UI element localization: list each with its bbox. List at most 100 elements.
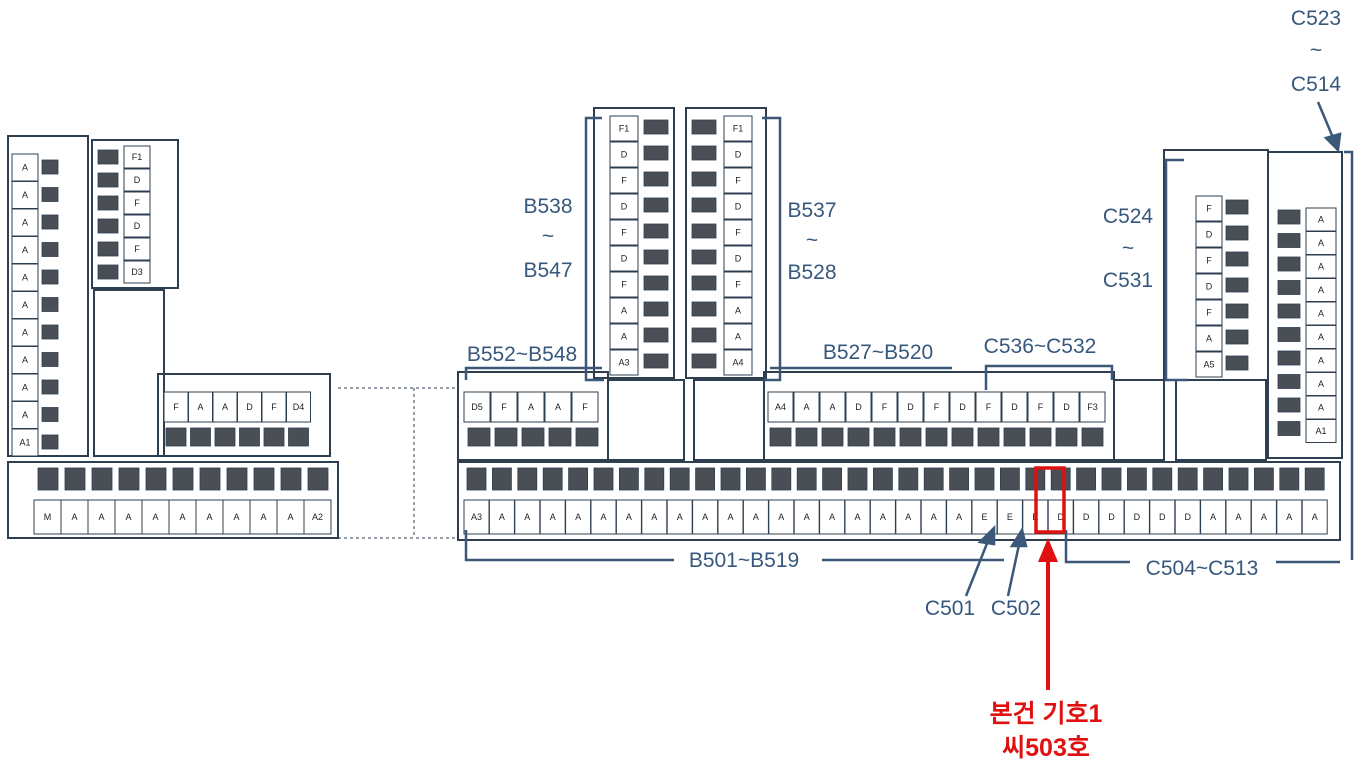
unit-bottom-row: A bbox=[768, 499, 795, 535]
bath-bottom-row bbox=[720, 467, 741, 491]
unit-left-mid-label: F bbox=[271, 402, 277, 412]
unit-bottom-row: A3 bbox=[463, 499, 490, 535]
bath-right-inner bbox=[1225, 225, 1249, 241]
bath-center-left bbox=[643, 275, 669, 291]
label-b528: B528 bbox=[787, 261, 837, 284]
unit-center-mid-right: D bbox=[1001, 391, 1028, 423]
unit-bottom-row-label: D bbox=[1108, 512, 1115, 522]
bath-left-tower bbox=[41, 269, 59, 285]
bath-left-tower bbox=[41, 297, 59, 312]
unit-left-bottom-label: A bbox=[260, 512, 266, 522]
unit-center-mid-right: F bbox=[871, 391, 898, 423]
bath-center-right bbox=[691, 223, 717, 239]
unit-center-left-tower: F1 bbox=[609, 115, 639, 142]
unit-center-mid-right: D bbox=[1053, 391, 1080, 423]
unit-center-right-tower-label: D bbox=[735, 150, 742, 160]
bath-center-left bbox=[643, 171, 669, 187]
bath-center-left bbox=[643, 301, 669, 317]
unit-left-mid: F bbox=[261, 391, 287, 423]
label-b552-b548: B552~B548 bbox=[466, 343, 578, 366]
unit-left-inner: D3 bbox=[123, 260, 151, 284]
unit-bottom-row-label: A bbox=[804, 512, 810, 522]
bath-bottom-row bbox=[1203, 467, 1223, 491]
unit-right-inner: A bbox=[1195, 325, 1223, 352]
unit-bottom-row-label: A bbox=[550, 512, 556, 522]
bath-center-right bbox=[691, 353, 717, 369]
unit-center-right-tower-label: A4 bbox=[732, 358, 743, 368]
unit-center-right-tower: A bbox=[723, 297, 753, 324]
unit-bottom-row-label: A bbox=[677, 512, 683, 522]
bath-right-outer bbox=[1277, 374, 1301, 389]
unit-left-tower: A1 bbox=[11, 428, 39, 457]
unit-bottom-row: A bbox=[742, 499, 769, 535]
unit-center-left-tower-label: D bbox=[621, 150, 628, 160]
unit-bottom-row-label: A bbox=[753, 512, 759, 522]
bath-bottom-row bbox=[949, 467, 969, 491]
unit-bottom-row-label: A bbox=[931, 512, 937, 522]
bath-center-right bbox=[691, 275, 717, 291]
bath-bottom-row bbox=[695, 467, 715, 491]
bath-bottom-row bbox=[974, 467, 995, 491]
unit-left-tower: A bbox=[11, 291, 39, 319]
unit-center-left-tower-label: A bbox=[621, 332, 627, 342]
unit-bottom-row: A bbox=[565, 499, 592, 535]
unit-center-left-tower: F bbox=[609, 271, 639, 298]
bath-center-left bbox=[643, 197, 669, 213]
unit-right-outer-label: A bbox=[1318, 238, 1324, 248]
unit-left-tower-label: A bbox=[22, 245, 28, 255]
unit-bottom-row-label: A bbox=[854, 512, 860, 522]
unit-bottom-row-label: E bbox=[1007, 512, 1013, 522]
bath-bottom-row bbox=[822, 467, 842, 491]
unit-left-bottom-label: A bbox=[71, 512, 77, 522]
bath-left-mid bbox=[190, 427, 211, 447]
bath-bottom-row bbox=[466, 467, 487, 491]
bath-center-left bbox=[643, 223, 669, 239]
bath-right-outer bbox=[1277, 280, 1301, 295]
unit-left-tower-label: A bbox=[22, 355, 28, 365]
unit-center-left-tower-label: D bbox=[621, 202, 628, 212]
bath-center-mid-right bbox=[1081, 427, 1104, 447]
unit-bottom-row-label: A3 bbox=[471, 512, 482, 522]
bath-center-mid-right bbox=[795, 427, 818, 447]
bath-left-mid bbox=[239, 427, 260, 447]
unit-left-tower-label: A bbox=[22, 328, 28, 338]
unit-left-tower: A bbox=[11, 318, 39, 347]
unit-bottom-row-label: A bbox=[905, 512, 911, 522]
bath-center-mid-right bbox=[847, 427, 870, 447]
unit-center-left-tower: A bbox=[609, 323, 639, 350]
bath-right-inner bbox=[1225, 277, 1249, 293]
bath-right-outer bbox=[1277, 256, 1301, 272]
unit-bottom-row: A bbox=[641, 499, 668, 535]
unit-left-inner-label: D bbox=[134, 175, 141, 185]
bath-bottom-row bbox=[1254, 467, 1274, 491]
highlight-label-line1: 본건 기호1 bbox=[989, 700, 1103, 728]
unit-center-right-tower: A4 bbox=[723, 349, 753, 376]
highlight-label-line2: 씨503호 bbox=[1002, 734, 1090, 762]
bath-left-bottom bbox=[280, 467, 302, 491]
bath-center-right bbox=[691, 249, 717, 265]
unit-bottom-row-label: A bbox=[880, 512, 886, 522]
unit-right-inner-label: D bbox=[1206, 282, 1213, 292]
unit-bottom-row-label: A bbox=[1235, 512, 1241, 522]
unit-center-right-tower: D bbox=[723, 245, 753, 272]
unit-left-bottom-label: A bbox=[125, 512, 131, 522]
unit-left-bottom: A bbox=[114, 499, 143, 535]
unit-left-tower-label: A bbox=[22, 273, 28, 283]
bath-left-inner bbox=[97, 172, 119, 188]
unit-center-mid-right: F bbox=[1027, 391, 1054, 423]
unit-left-tower: A bbox=[11, 373, 39, 402]
unit-right-inner: D bbox=[1195, 221, 1223, 248]
unit-left-tower-label: A bbox=[22, 163, 28, 173]
unit-right-outer: A bbox=[1305, 301, 1337, 326]
bath-bottom-row bbox=[923, 467, 944, 491]
bath-center-left bbox=[643, 327, 669, 343]
bath-right-outer bbox=[1277, 421, 1301, 436]
unit-center-mid-right: A bbox=[819, 391, 846, 423]
unit-center-right-tower: D bbox=[723, 141, 753, 168]
bath-bottom-row bbox=[1076, 467, 1096, 491]
unit-bottom-row: A bbox=[539, 499, 566, 535]
unit-right-outer: A1 bbox=[1305, 419, 1337, 443]
label-c502: C502 bbox=[990, 597, 1042, 620]
